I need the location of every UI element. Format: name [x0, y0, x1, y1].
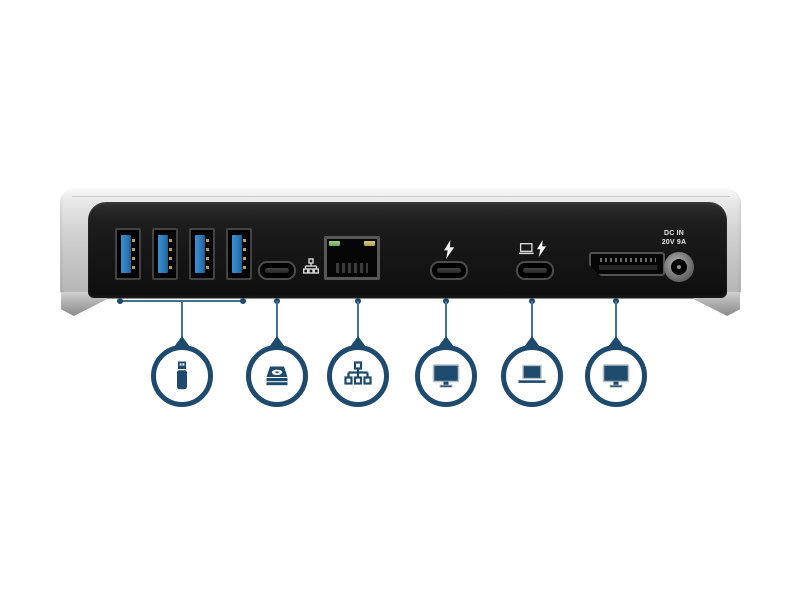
usb-a-port-2	[152, 228, 178, 280]
network-icon	[303, 258, 319, 274]
callout-network	[327, 298, 389, 408]
usb-c-slot	[265, 268, 289, 273]
callout-circle	[415, 345, 477, 407]
dock-rear-panel	[88, 202, 727, 298]
displayport-bar	[599, 265, 657, 270]
displayport	[589, 252, 665, 276]
dc-in-label-line2: 20V 9A	[661, 239, 687, 246]
thunderbolt-port-host	[516, 261, 554, 280]
callout-circle	[246, 345, 308, 407]
dc-in-label-line1: DC IN	[663, 230, 685, 237]
usb-flash-drive-icon	[177, 361, 187, 390]
thunderbolt-port-downstream	[430, 261, 468, 280]
usb-pins	[243, 239, 246, 271]
usb-c-slot	[523, 268, 547, 273]
usb-tab	[121, 235, 131, 273]
callout-line	[181, 300, 183, 346]
network-icon	[344, 361, 372, 385]
laptop-icon	[518, 364, 546, 383]
usb-a-port-3	[189, 228, 215, 280]
callout-circle	[327, 345, 389, 407]
laptop-icon	[519, 243, 534, 255]
displayport-pins	[600, 258, 656, 262]
callout-line	[357, 301, 359, 346]
monitor-icon	[602, 364, 630, 388]
dc-power-jack	[664, 252, 694, 282]
callout-line	[615, 301, 617, 346]
callout-flare	[269, 336, 285, 347]
usb-tab	[195, 235, 205, 273]
callout-usb-peripherals	[151, 300, 213, 408]
usb-c-slot	[437, 268, 461, 273]
ethernet-rj45-port	[324, 236, 380, 280]
usb-c-port	[258, 261, 296, 280]
ethernet-led-green	[329, 241, 340, 246]
callout-host-laptop	[501, 298, 563, 408]
callout-display-1	[415, 298, 477, 408]
callout-circle	[501, 345, 563, 407]
usb-a-port-4	[226, 228, 252, 280]
thunderbolt-bolt-icon	[444, 240, 455, 259]
thunderbolt-bolt-icon	[536, 240, 547, 257]
callout-line	[276, 301, 278, 346]
callout-flare	[350, 336, 366, 347]
ethernet-pins	[336, 263, 368, 273]
callout-circle	[585, 345, 647, 407]
callout-storage	[246, 298, 308, 408]
callout-flare	[438, 336, 454, 347]
bracket-dot-left	[117, 298, 123, 304]
usb-a-port-1	[115, 228, 141, 280]
usb-pins	[169, 239, 172, 271]
usb-pins	[206, 239, 209, 271]
callout-flare	[608, 336, 624, 347]
dc-jack-pin	[677, 265, 681, 269]
callout-circle	[151, 345, 213, 407]
usb-pins	[132, 239, 135, 271]
callout-flare	[174, 336, 190, 347]
callout-line	[531, 301, 533, 346]
ethernet-led-amber	[364, 241, 375, 246]
callout-line	[445, 301, 447, 346]
monitor-icon	[432, 364, 460, 388]
chassis-seam	[72, 196, 730, 197]
callout-display-2	[585, 298, 647, 408]
dc-in-label: DC IN 20V 9A	[651, 229, 697, 247]
usb-tab	[232, 235, 242, 273]
callout-flare	[524, 336, 540, 347]
hard-drive-icon	[266, 366, 288, 386]
bracket-dot-right	[240, 298, 246, 304]
usb-tab	[158, 235, 168, 273]
